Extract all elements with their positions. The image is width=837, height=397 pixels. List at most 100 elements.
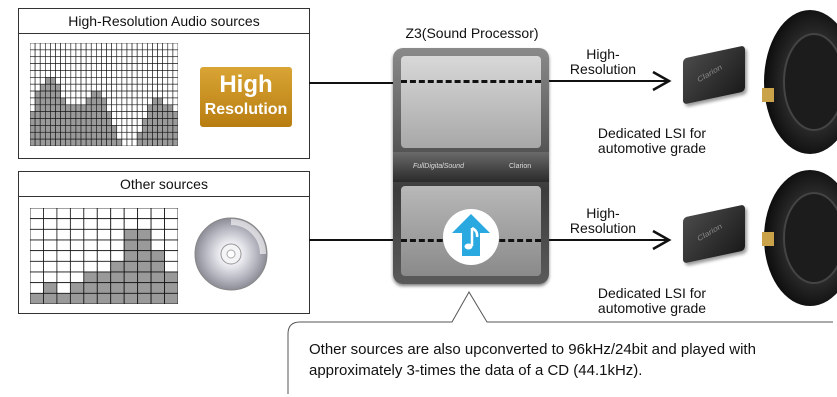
fine-grid-cell <box>55 90 61 99</box>
fine-grid-cell <box>106 111 112 119</box>
coarse-grid-cell <box>56 208 71 220</box>
fine-grid-cell <box>121 77 128 85</box>
fine-grid-cell <box>85 104 92 112</box>
coarse-grid-cell <box>110 250 125 262</box>
fine-grid-cell <box>65 83 72 92</box>
coarse-grid-cell <box>110 282 125 294</box>
fine-grid-cell <box>106 63 112 71</box>
fine-grid-cell <box>121 70 128 78</box>
fine-grid-cell <box>90 118 97 126</box>
fine-grid-cell <box>106 83 112 92</box>
fine-grid-cell <box>147 138 153 146</box>
fine-grid-cell <box>65 90 72 99</box>
fine-grid-cell <box>101 125 107 133</box>
coarse-grid-cell <box>43 292 58 304</box>
fine-grid-cell <box>45 125 51 133</box>
fine-grid-cell <box>116 83 123 92</box>
fine-grid-cell <box>34 118 41 126</box>
coarse-grid-cell <box>137 260 152 273</box>
fine-grid-cell <box>101 49 107 58</box>
bottom-lsi-label: Dedicated LSI for automotive grade <box>597 285 707 316</box>
fine-grid-cell <box>116 97 123 106</box>
fine-grid-cell <box>141 131 148 140</box>
fine-grid-cell <box>147 131 153 140</box>
coarse-grid-cell <box>43 260 58 273</box>
coarse-grid-cell <box>137 282 152 294</box>
fine-grid-cell <box>121 138 128 146</box>
fine-grid-cell <box>131 118 138 126</box>
fine-grid-cell <box>147 63 153 71</box>
fine-grid-cell <box>60 90 67 99</box>
fine-grid-cell <box>75 83 82 92</box>
coarse-grid-cell <box>137 239 152 252</box>
fine-grid-cell <box>162 138 169 146</box>
coarse-grid-cell <box>43 282 58 294</box>
fine-grid-cell <box>75 104 82 112</box>
fine-grid-cell <box>75 63 82 71</box>
fine-grid-cell <box>152 97 158 106</box>
fine-grid-cell <box>80 131 87 140</box>
coarse-grid-cell <box>30 208 44 220</box>
coarse-grid-cell <box>96 260 112 273</box>
fine-grid-cell <box>121 56 128 64</box>
fine-grid-cell <box>39 131 46 140</box>
fine-grid-cell <box>60 118 67 126</box>
fine-grid-cell <box>34 138 41 146</box>
fine-grid-cell <box>167 63 174 71</box>
bottom-output-label: High- Resolution <box>569 205 637 236</box>
fine-grid-cell <box>30 70 36 78</box>
fine-grid-cell <box>101 70 107 78</box>
fine-grid-cell <box>111 90 118 99</box>
fine-grid-cell <box>75 138 82 146</box>
fine-grid-cell <box>111 118 118 126</box>
hires-logo: High Resolution <box>200 67 292 127</box>
other-input-line <box>309 239 394 241</box>
fine-grid-cell <box>172 118 178 126</box>
coarse-grid-cell <box>137 271 152 284</box>
fine-grid-cell <box>157 49 163 58</box>
fine-grid-cell <box>101 97 107 106</box>
fine-grid-cell <box>141 118 148 126</box>
coarse-grid-cell <box>43 271 58 284</box>
fine-grid-cell <box>106 90 112 99</box>
fine-grid-cell <box>90 138 97 146</box>
fine-grid-cell <box>75 43 82 51</box>
coarse-grid-cell <box>110 218 125 230</box>
fine-grid-cell <box>70 90 77 99</box>
fine-grid-cell <box>111 49 118 58</box>
fine-grid-cell <box>34 49 41 58</box>
fine-grid-cell <box>50 131 56 140</box>
fine-grid-cell <box>147 43 153 51</box>
fine-grid-cell <box>80 104 87 112</box>
fine-grid-cell <box>70 43 77 51</box>
fine-grid-cell <box>90 125 97 133</box>
coarse-grid-cell <box>56 239 71 252</box>
fine-grid-cell <box>60 131 67 140</box>
fine-grid-cell <box>55 43 61 51</box>
fine-grid-cell <box>96 125 102 133</box>
fine-grid-cell <box>136 118 143 126</box>
coarse-grid-cell <box>96 271 112 284</box>
fine-grid-cell <box>75 125 82 133</box>
fine-grid-cell <box>172 43 178 51</box>
fine-grid-cell <box>55 104 61 112</box>
fine-grid-cell <box>131 70 138 78</box>
coarse-grid-cell <box>164 282 178 294</box>
fine-grid-cell <box>45 43 51 51</box>
fine-grid-cell <box>152 83 158 92</box>
coarse-grid-cell <box>56 228 71 241</box>
hires-sources-box: High-Resolution Audio sources High Resol… <box>18 8 310 159</box>
fine-grid-cell <box>172 56 178 64</box>
fine-grid-cell <box>55 77 61 85</box>
coarse-grid-cell <box>123 250 139 262</box>
fine-grid-cell <box>157 43 163 51</box>
fine-grid-cell <box>121 97 128 106</box>
coarse-grid-cell <box>83 250 98 262</box>
fine-grid-cell <box>111 131 118 140</box>
fine-grid-cell <box>152 90 158 99</box>
coarse-grid-cell <box>69 250 85 262</box>
fine-grid-cell <box>126 77 133 85</box>
fine-grid-cell <box>34 90 41 99</box>
fine-grid-cell <box>75 111 82 119</box>
fine-grid-cell <box>101 131 107 140</box>
